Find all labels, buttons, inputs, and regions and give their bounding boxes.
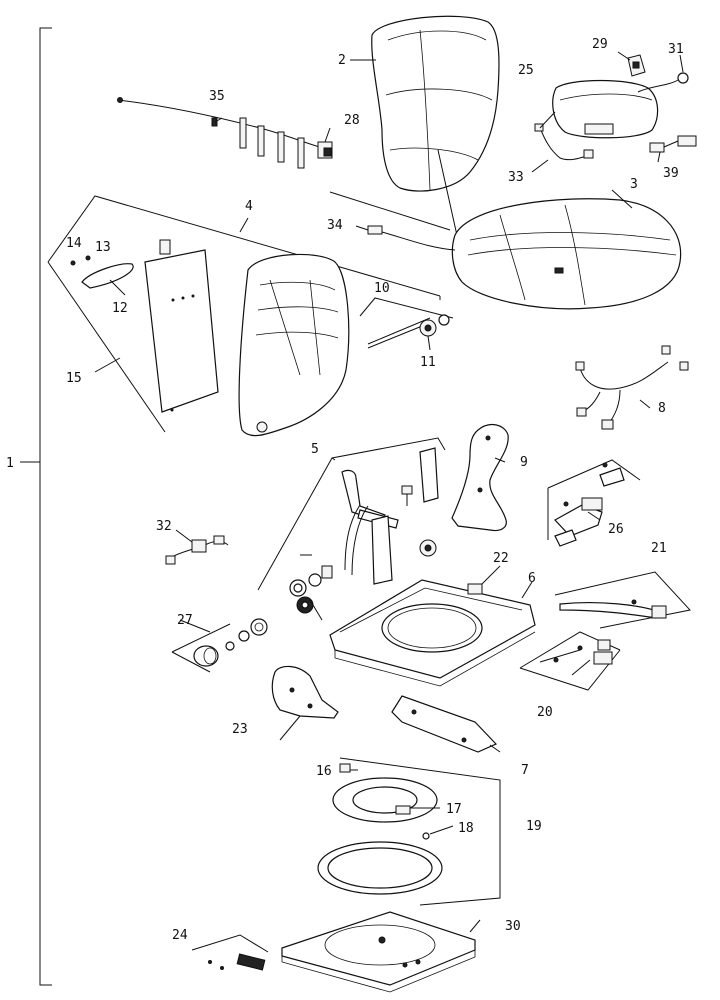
- part-cable-34: [329, 191, 456, 251]
- callout-19: 19: [526, 819, 542, 834]
- callout-labels: 1 2 3 4 5 6 7 8 9 10 11 12 13 14 15 16 1…: [6, 37, 684, 943]
- part-plate-lever: [371, 447, 439, 585]
- part-bracket-9: [451, 423, 509, 532]
- part-bumper-27: [193, 618, 268, 667]
- callout-2: 2: [338, 53, 346, 68]
- callout-14: 14: [66, 236, 82, 251]
- callout-33: 33: [508, 170, 524, 185]
- part-harness-8: [575, 345, 689, 430]
- callout-10: 10: [374, 281, 390, 296]
- callout-20: 20: [537, 705, 553, 720]
- part-bolt-5: [401, 485, 413, 506]
- callout-1: 1: [6, 456, 14, 471]
- part-bar-21: [559, 599, 667, 619]
- group-bracket-10: [359, 297, 454, 319]
- part-handle-20: [539, 639, 613, 676]
- callout-16: 16: [316, 764, 332, 779]
- callout-25: 25: [518, 63, 534, 78]
- part-bracket-7: [391, 695, 498, 753]
- part-harness-33: [534, 123, 594, 161]
- part-switch-28: [317, 141, 333, 159]
- part-clip-24: [208, 953, 266, 971]
- callout-8: 8: [658, 401, 666, 416]
- assembly-bracket: [20, 27, 52, 986]
- part-knob-11: [419, 314, 450, 337]
- callout-6: 6: [528, 571, 536, 586]
- part-ball-18: [422, 832, 430, 840]
- callout-30: 30: [505, 919, 521, 934]
- part-latch-26: [554, 462, 625, 547]
- part-screw-13: [85, 255, 91, 261]
- group-bracket-24: [191, 934, 269, 953]
- callout-22: 22: [493, 551, 509, 566]
- part-harness-32: [165, 535, 229, 565]
- part-handle-12: [81, 263, 134, 289]
- callout-15: 15: [66, 371, 82, 386]
- part-back-frame: [238, 253, 350, 437]
- callout-28: 28: [344, 113, 360, 128]
- part-base-frame: [296, 579, 536, 687]
- callout-24: 24: [172, 928, 188, 943]
- part-seat-cushion: [451, 198, 682, 310]
- callout-18: 18: [458, 821, 474, 836]
- part-ring-19: [317, 841, 443, 895]
- part-switch: [627, 54, 646, 77]
- group-bracket-21: [554, 571, 691, 629]
- part-screw-14: [70, 260, 76, 266]
- callout-7: 7: [521, 763, 529, 778]
- part-spring: [419, 539, 437, 557]
- callout-11: 11: [420, 355, 436, 370]
- callout-26: 26: [608, 522, 624, 537]
- callout-13: 13: [95, 240, 111, 255]
- callout-35: 35: [209, 89, 225, 104]
- group-bracket-5: [257, 437, 446, 591]
- callout-27: 27: [177, 613, 193, 628]
- part-backrest-cushion: [371, 15, 500, 241]
- callout-12: 12: [112, 301, 128, 316]
- leader-lines: [94, 51, 684, 933]
- callout-9: 9: [520, 455, 528, 470]
- part-washers-5: [289, 554, 333, 597]
- callout-32: 32: [156, 519, 172, 534]
- part-cable-35: [117, 97, 331, 169]
- part-back-panel: [144, 239, 219, 413]
- callout-3: 3: [630, 177, 638, 192]
- part-plate-17: [332, 777, 438, 823]
- callout-39: 39: [663, 166, 679, 181]
- group-bracket-26: [547, 459, 641, 540]
- group-bracket-19: [339, 757, 501, 906]
- callout-31: 31: [668, 42, 684, 57]
- part-harness-39: [649, 135, 697, 153]
- callout-5: 5: [311, 442, 319, 457]
- callout-23: 23: [232, 722, 248, 737]
- part-plate-23: [271, 665, 339, 719]
- part-bolt-16: [339, 763, 351, 773]
- part-connector-31: [637, 72, 689, 93]
- callout-17: 17: [446, 802, 462, 817]
- part-base-plate-30: [281, 911, 476, 993]
- callout-29: 29: [592, 37, 608, 52]
- part-armrest: [552, 79, 659, 139]
- callout-21: 21: [651, 541, 667, 556]
- callout-34: 34: [327, 218, 343, 233]
- group-bracket-27: [171, 623, 231, 673]
- callout-4: 4: [245, 199, 253, 214]
